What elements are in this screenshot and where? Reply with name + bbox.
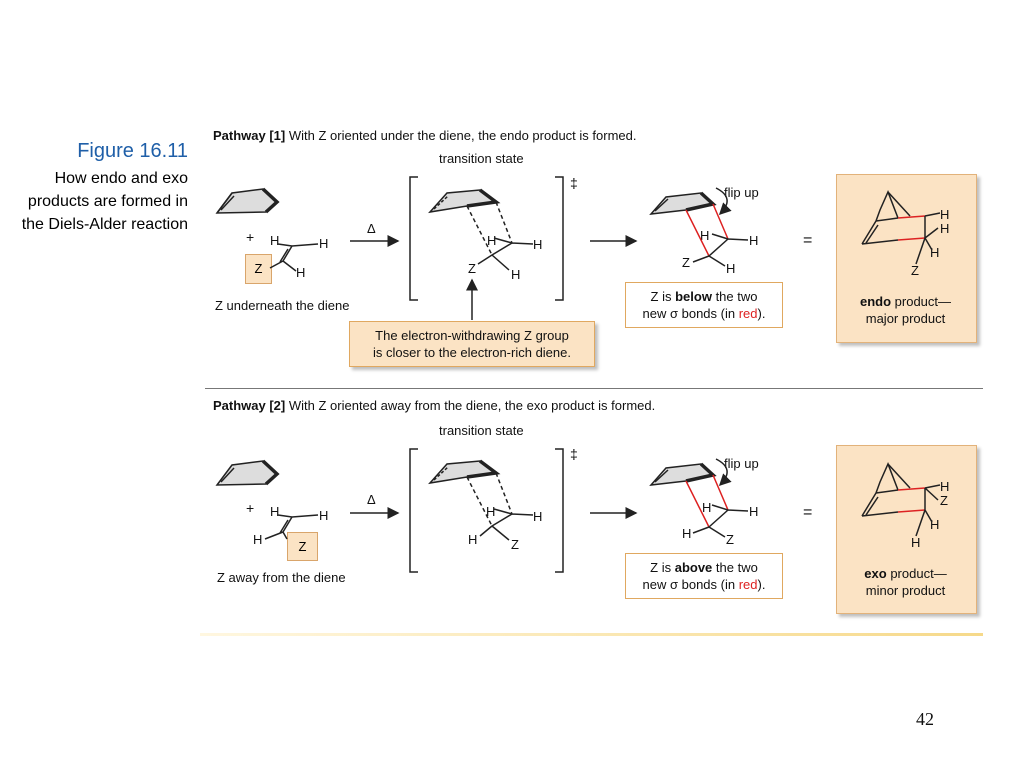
p1-dienophile xyxy=(269,243,319,272)
endo-z: Z xyxy=(911,263,919,278)
endo-rest: product— xyxy=(894,294,952,309)
pos2-suffix: the two xyxy=(715,560,758,575)
p2-mid-h2: H xyxy=(749,504,759,519)
p1-ts-h1: H xyxy=(487,233,497,248)
bottom-accent-line xyxy=(200,633,983,636)
pathway-2-position-box: Z is above the two new σ bonds (in red). xyxy=(625,553,783,599)
endo-bold: endo xyxy=(859,294,892,309)
p2-ts-h2: H xyxy=(533,509,543,524)
pathway-1-flip-label: flip up xyxy=(724,185,759,200)
exo-product-box xyxy=(836,445,977,614)
exo-h3: H xyxy=(911,535,921,550)
pathway-2-ts-label: transition state xyxy=(439,423,524,438)
exo-line2: minor product xyxy=(865,583,946,598)
exo-z: Z xyxy=(940,493,948,508)
pathway-2-dagger: ‡ xyxy=(570,446,578,462)
pos1-suffix: the two xyxy=(715,289,758,304)
pathway-1-position-box: Z is below the two new σ bonds (in red). xyxy=(625,282,783,328)
bonds2-prefix: new σ bonds (in xyxy=(642,577,736,592)
p2-dienophile-h2: H xyxy=(319,508,329,523)
endo-line2: major product xyxy=(865,311,946,326)
p2-ts-structure xyxy=(428,459,534,541)
endo-h3: H xyxy=(930,245,940,260)
exo-product-label: exo product— minor product xyxy=(836,565,975,599)
p1-mid-structure xyxy=(649,187,749,267)
pathway-2-label: Pathway [2] xyxy=(213,398,286,413)
exo-structure xyxy=(861,462,941,537)
bonds1-prefix: new σ bonds (in xyxy=(642,306,736,321)
exo-rest: product— xyxy=(890,566,947,581)
bonds2-suffix: ). xyxy=(757,577,766,592)
pos1-word: below xyxy=(675,289,712,304)
p1-ts-h2: H xyxy=(533,237,543,252)
pathway-divider xyxy=(205,388,983,389)
electron-callout: The electron-withdrawing Z group is clos… xyxy=(349,321,595,367)
p1-ts-h3: H xyxy=(511,267,521,282)
p2-ts-h1: H xyxy=(486,504,496,519)
pathway-1-equals: = xyxy=(803,232,813,249)
pathway-1-header: Pathway [1] With Z oriented under the di… xyxy=(213,128,636,143)
p1-ts-z: Z xyxy=(468,261,476,276)
p2-mid-structure xyxy=(649,458,749,538)
p1-ts-bracket xyxy=(409,176,564,301)
bonds1-suffix: ). xyxy=(757,306,766,321)
p2-dienophile xyxy=(264,514,319,540)
pathway-1-text: With Z oriented under the diene, the end… xyxy=(288,128,637,143)
pathway-1-plus: + xyxy=(246,229,255,245)
pathway-2-plus: + xyxy=(246,500,255,516)
p1-diene xyxy=(215,187,280,214)
pathway-2-equals: = xyxy=(803,504,813,521)
figure-description: How endo and exo products are formed in … xyxy=(21,170,188,233)
figure-title: Figure 16.11 xyxy=(77,140,188,162)
p2-dienophile-h1: H xyxy=(270,504,280,519)
bonds2-red: red xyxy=(738,577,758,592)
pos2-prefix: Z is xyxy=(650,560,672,575)
pathway-2-reactant-note: Z away from the diene xyxy=(217,570,346,585)
p2-ts-h3: H xyxy=(468,532,478,547)
exo-bold: exo xyxy=(864,566,887,581)
pos1-prefix: Z is xyxy=(650,289,672,304)
exo-h1: H xyxy=(940,479,950,494)
endo-product-label: endo product— major product xyxy=(836,293,975,327)
p2-ts-z: Z xyxy=(511,537,519,552)
pathway-2-header: Pathway [2] With Z oriented away from th… xyxy=(213,398,655,413)
endo-h2: H xyxy=(940,221,950,236)
exo-h2: H xyxy=(930,517,940,532)
p2-mid-z: Z xyxy=(726,532,734,547)
p1-ts-structure xyxy=(428,188,534,271)
pathway-1-reactant-note: Z underneath the diene xyxy=(215,298,350,313)
p1-dienophile-h1: H xyxy=(270,233,280,248)
pos2-word: above xyxy=(674,560,713,575)
p1-mid-h1: H xyxy=(700,228,710,243)
endo-structure xyxy=(861,190,941,265)
p2-mid-h1: H xyxy=(702,500,712,515)
p1-dienophile-h2: H xyxy=(319,236,329,251)
pathway-2-z-highlight: Z xyxy=(287,532,318,561)
p2-ts-bracket xyxy=(409,448,564,573)
p2-mid-h3: H xyxy=(682,526,692,541)
callout-line-1: The electron-withdrawing Z group xyxy=(375,328,569,343)
pathway-2-heat-symbol: Δ xyxy=(367,492,376,507)
callout-line-2: is closer to the electron-rich diene. xyxy=(373,345,571,360)
p2-dienophile-h3: H xyxy=(253,532,263,547)
p2-diene xyxy=(215,459,280,486)
endo-product-box xyxy=(836,174,977,343)
pathway-1-z-highlight: Z xyxy=(245,254,272,284)
pathway-1-ts-label: transition state xyxy=(439,151,524,166)
p1-mid-z: Z xyxy=(682,255,690,270)
pathway-1-dagger: ‡ xyxy=(570,175,578,191)
p1-mid-h2: H xyxy=(749,233,759,248)
pathway-1-heat-symbol: Δ xyxy=(367,221,376,236)
pathway-2-text: With Z oriented away from the diene, the… xyxy=(288,398,656,413)
bonds1-red: red xyxy=(738,306,758,321)
p1-dienophile-h3: H xyxy=(296,265,306,280)
pathway-1-label: Pathway [1] xyxy=(213,128,286,143)
pathway-2-flip-label: flip up xyxy=(724,456,759,471)
endo-h1: H xyxy=(940,207,950,222)
page-number: 42 xyxy=(916,709,934,729)
p1-mid-h3: H xyxy=(726,261,736,276)
